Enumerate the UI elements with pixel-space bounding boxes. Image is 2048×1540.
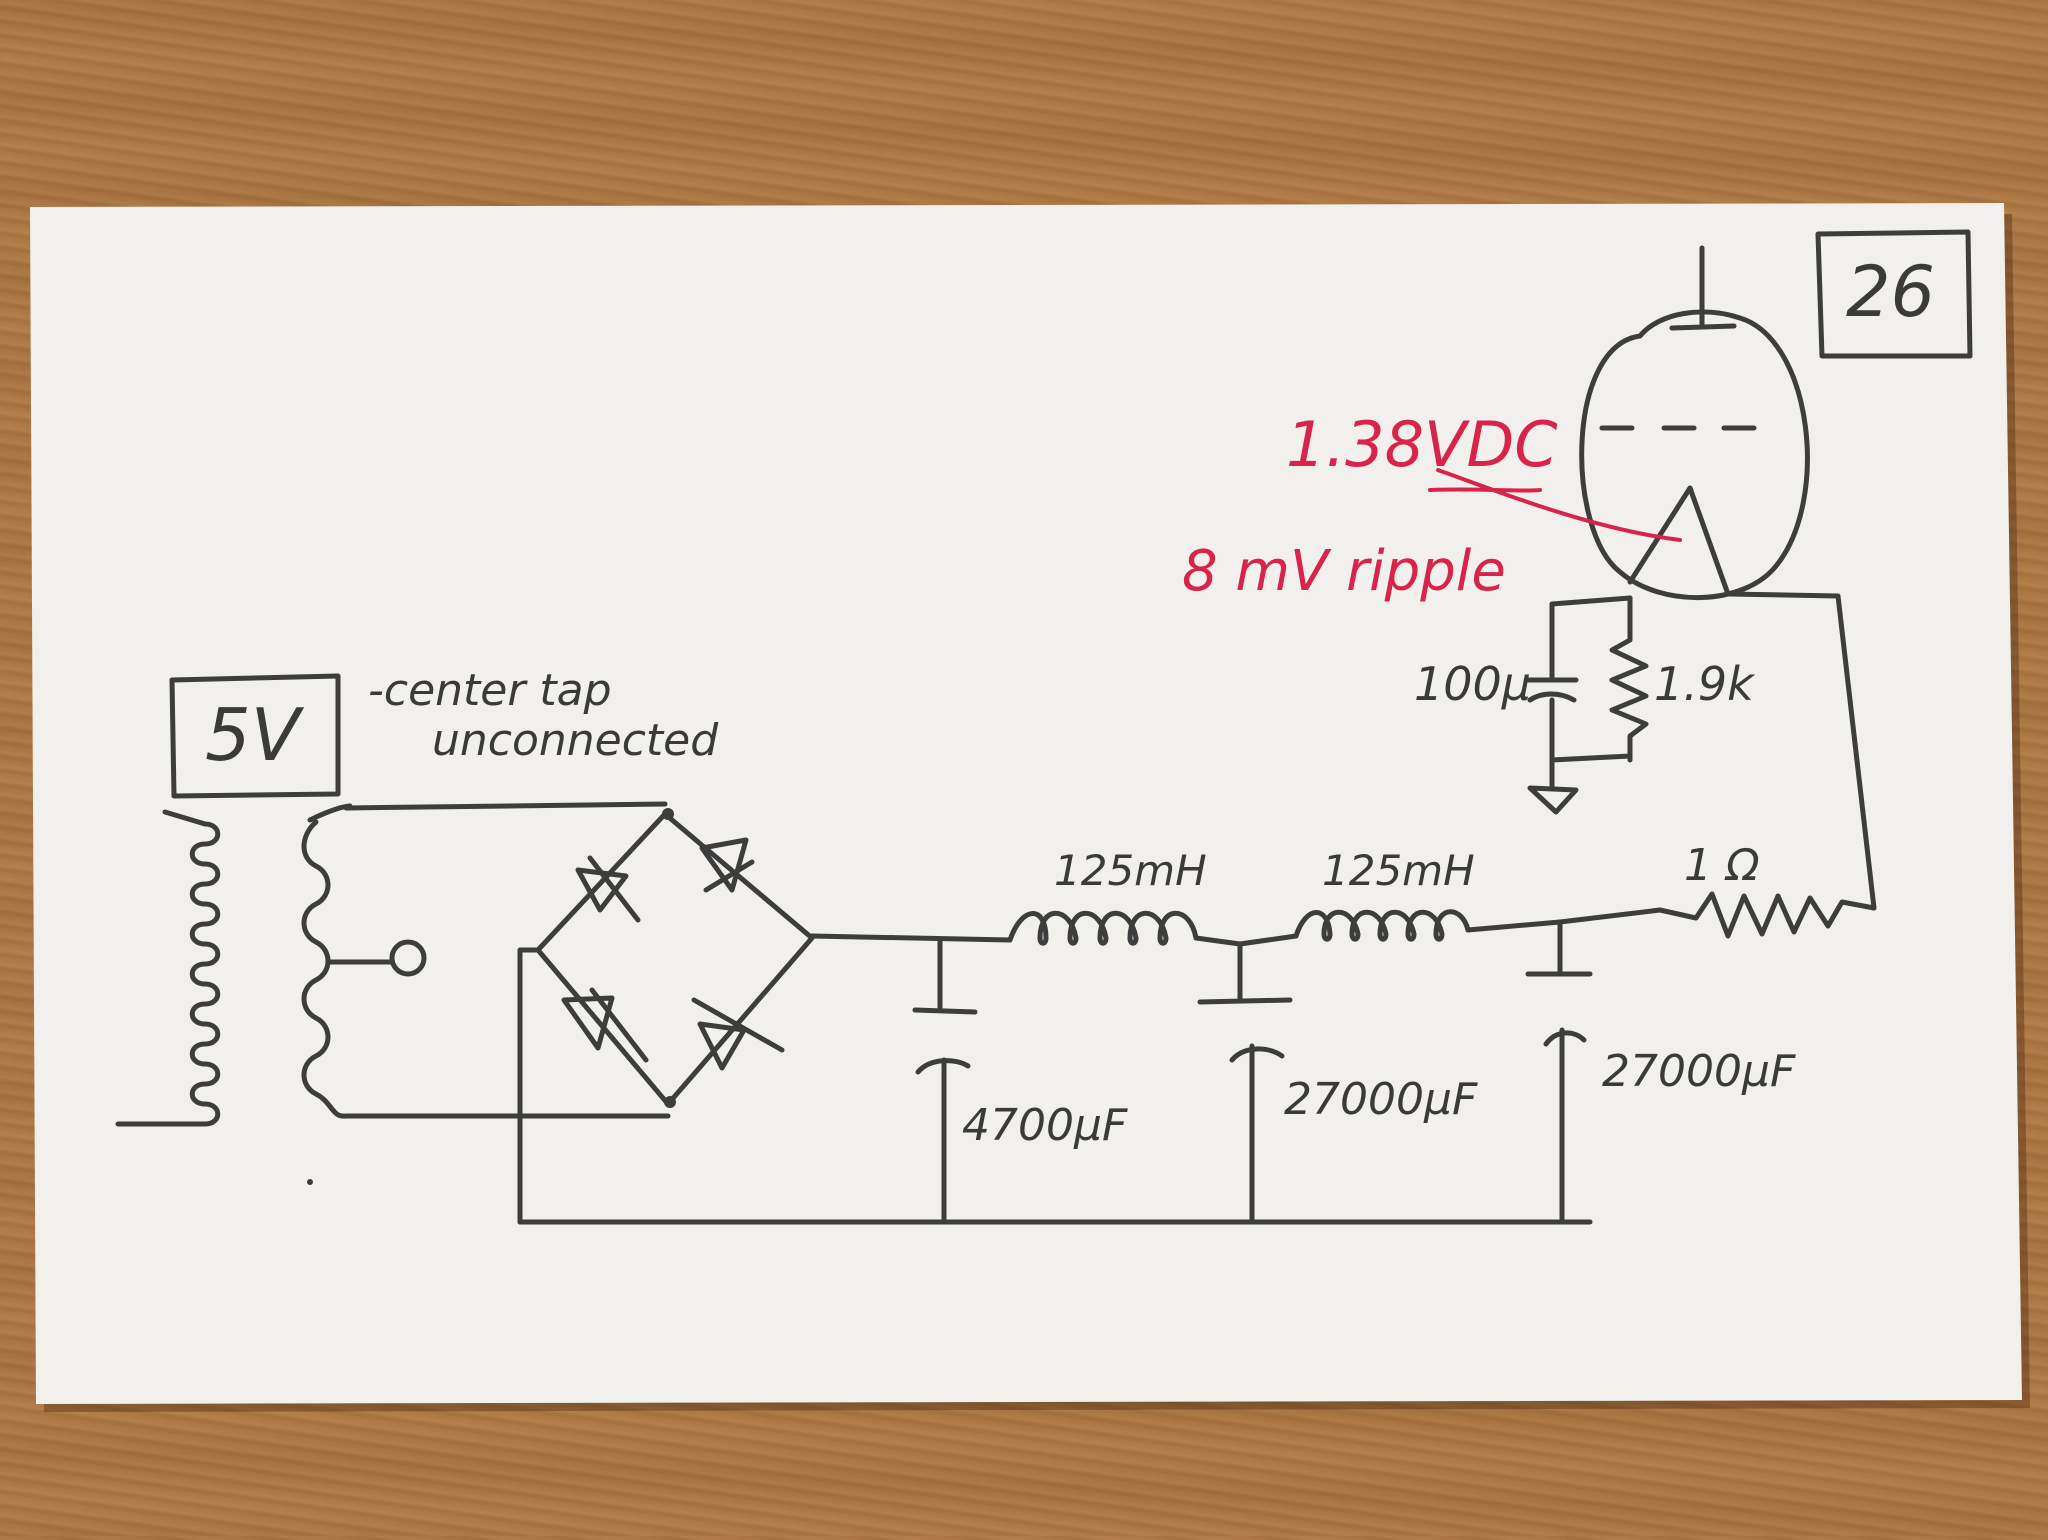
rail-wire-2 <box>1237 933 1299 947</box>
cathode-resistor <box>1609 595 1649 763</box>
secondary-top-lead <box>343 801 668 811</box>
filament-return-wire <box>1725 591 1877 911</box>
choke-1-label: 125mH <box>1054 846 1207 895</box>
annotation-arrow <box>1428 468 1682 542</box>
tube-envelope <box>1579 309 1810 600</box>
diode-4-symbol <box>691 997 785 1071</box>
center-tap-note-line1: -center tap <box>368 665 612 716</box>
tube-plate <box>1669 323 1737 331</box>
index-card <box>30 203 2022 1404</box>
capacitor-2-label: 27000µF <box>1284 1074 1478 1125</box>
cathode-bypass-network: 100µ 1.9k <box>1414 595 1756 815</box>
series-resistor-label: 1 Ω <box>1684 840 1760 891</box>
voltage-box <box>169 673 341 799</box>
center-tap-note-line2: unconnected <box>432 715 719 766</box>
bypass-capacitor <box>1525 677 1579 763</box>
cathode-top-wire <box>1549 595 1633 683</box>
capacitor-1-label: 4700µF <box>962 1100 1128 1151</box>
tube-number-box <box>1815 229 1973 359</box>
tube-number-label: 26 <box>1846 251 1935 333</box>
vacuum-tube-26: 26 <box>1579 229 1973 911</box>
choke-1 <box>1007 910 1243 947</box>
dc-voltage-label: 1.38VDC <box>1286 408 1558 481</box>
diode-3-symbol <box>561 987 649 1063</box>
bridge-node-bottom <box>664 1096 676 1108</box>
series-resistor <box>1657 891 1877 939</box>
choke-2-label: 125mH <box>1322 846 1475 895</box>
capacitor-1 <box>912 937 978 1225</box>
measurement-annotations: 1.38VDC 8 mV ripple <box>1182 408 1682 604</box>
pencil-dot <box>307 1179 313 1185</box>
ground-symbol <box>1527 785 1579 815</box>
bypass-capacitor-label: 100µ <box>1414 657 1531 711</box>
primary-winding <box>115 809 221 1127</box>
filter-section: 125mH 125mH 4700µF 27000µF <box>809 840 1877 1225</box>
capacitor-2 <box>1197 941 1293 1225</box>
ripple-label: 8 mV ripple <box>1182 539 1506 604</box>
capacitor-3-label: 27000µF <box>1602 1046 1796 1097</box>
bridge-node-top <box>662 808 674 820</box>
choke-2 <box>1293 909 1563 942</box>
diode-2-symbol <box>699 837 755 893</box>
bridge-left-loop <box>517 947 541 1225</box>
transformer-voltage-label: 5V <box>205 693 305 777</box>
diode-1-symbol <box>575 855 641 923</box>
rail-wire-3 <box>1557 907 1663 925</box>
rail-wire-1 <box>809 933 1013 943</box>
cathode-bottom-wire <box>1549 753 1633 789</box>
capacitor-3 <box>1525 919 1593 1225</box>
tube-filament <box>1627 485 1731 597</box>
cathode-resistor-label: 1.9k <box>1654 657 1756 711</box>
center-tap-terminal <box>389 939 427 977</box>
bridge-rectifier <box>343 801 815 1225</box>
